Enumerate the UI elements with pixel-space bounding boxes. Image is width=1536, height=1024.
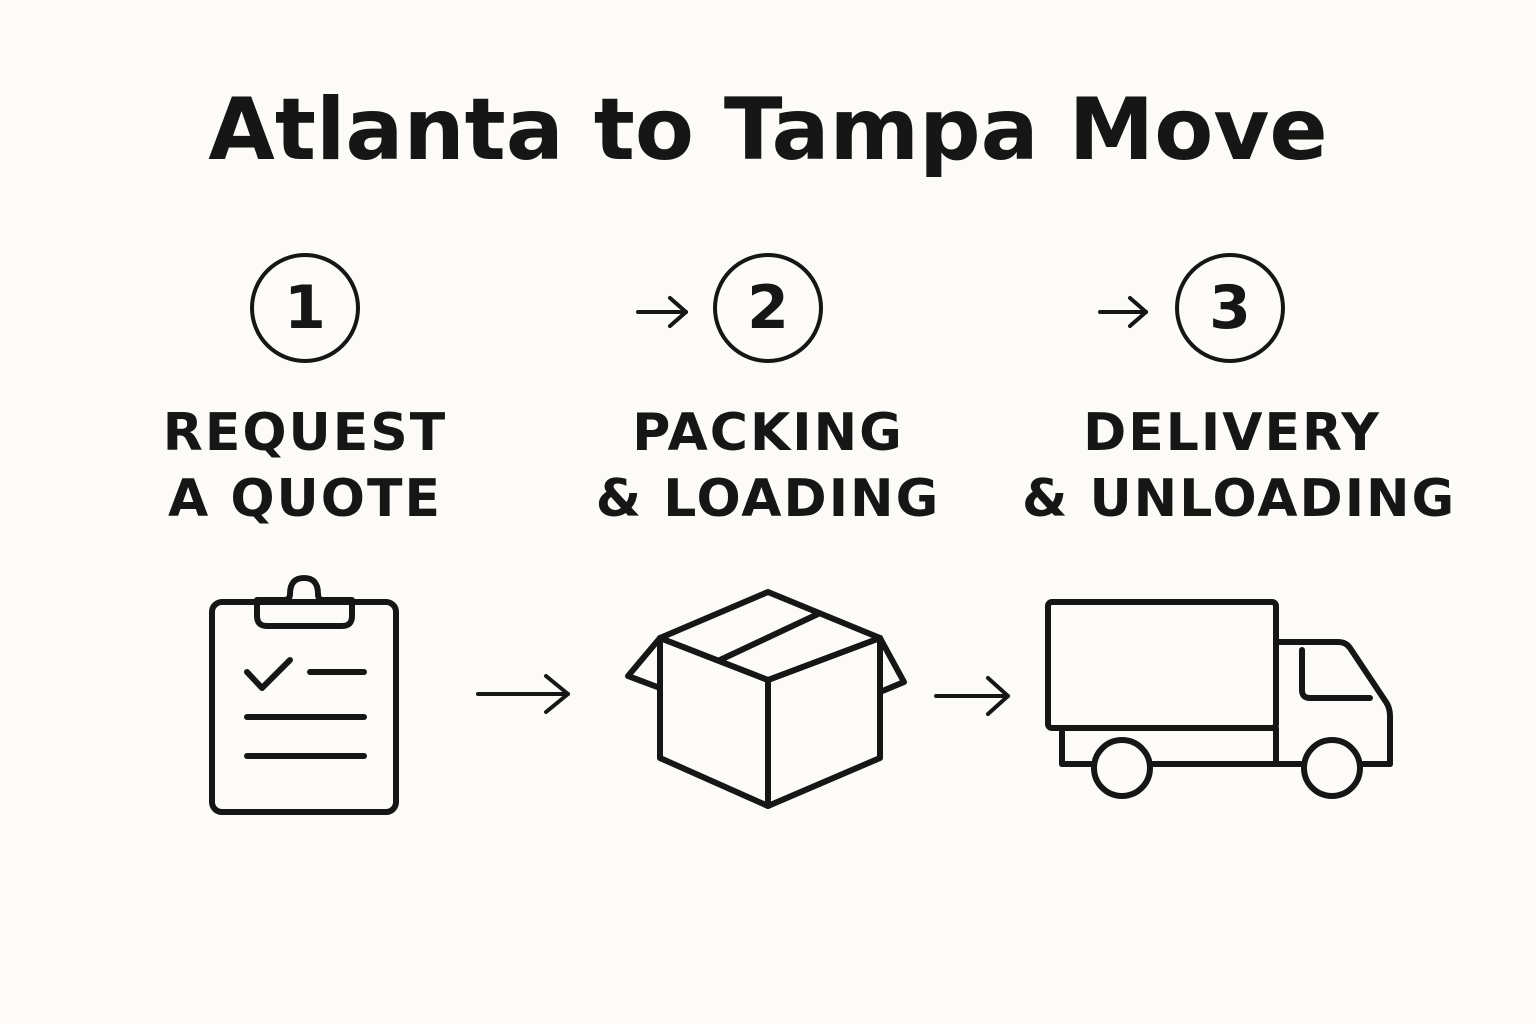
step-3-label-line2: & UNLOADING bbox=[1022, 469, 1457, 529]
moving-truck-icon bbox=[1045, 599, 1393, 799]
arrow-right-icon bbox=[636, 296, 688, 328]
arrow-right-icon bbox=[476, 674, 570, 714]
step-3-label: DELIVERY & UNLOADING bbox=[1022, 400, 1457, 532]
step-2-number: 2 bbox=[713, 253, 823, 363]
arrow-right-icon bbox=[1098, 296, 1148, 328]
step-2-label-line1: PACKING bbox=[632, 403, 904, 463]
step-3-number: 3 bbox=[1175, 253, 1285, 363]
step-1-label-line1: REQUEST bbox=[162, 403, 448, 463]
open-box-icon bbox=[625, 589, 907, 809]
step-3-label-line1: DELIVERY bbox=[1083, 403, 1381, 463]
step-1-label-line2: A QUOTE bbox=[168, 469, 442, 529]
arrow-right-icon bbox=[934, 676, 1010, 716]
step-1-number: 1 bbox=[250, 253, 360, 363]
diagram-title: Atlanta to Tampa Move bbox=[208, 80, 1328, 180]
step-2-label: PACKING & LOADING bbox=[558, 400, 978, 532]
step-2-label-line2: & LOADING bbox=[595, 469, 941, 529]
step-1-label: REQUEST A QUOTE bbox=[95, 400, 515, 532]
clipboard-checklist-icon bbox=[209, 575, 399, 815]
